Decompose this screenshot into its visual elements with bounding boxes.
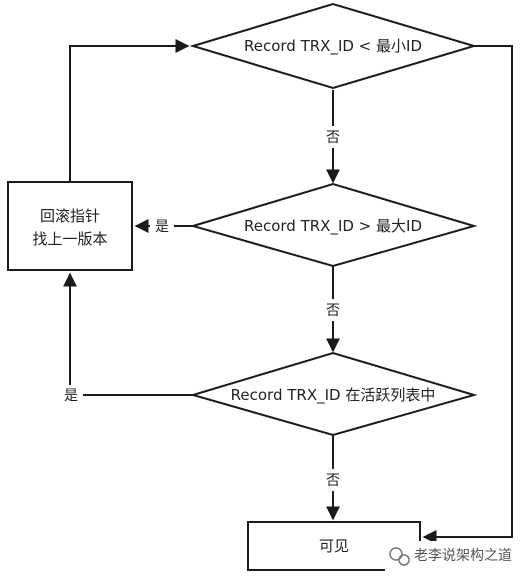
- decision-trx-gt-max-label: Record TRX_ID > 最大ID: [244, 217, 422, 236]
- edge-label-no-3: 否: [326, 473, 340, 489]
- decision-trx-in-active-label: Record TRX_ID 在活跃列表中: [231, 386, 436, 405]
- edge-min-yes-to-visible: [422, 45, 513, 544]
- edge-active-yes-to-rollback: [63, 272, 194, 396]
- decision-trx-lt-min: [189, 2, 478, 90]
- edge-label-no-1: 否: [326, 130, 340, 146]
- watermark-text: 老李说架构之道: [414, 548, 512, 564]
- process-rollback-line1: 回滚指针: [40, 207, 100, 225]
- process-rollback-line2: 找上一版本: [32, 230, 107, 248]
- decision-trx-gt-max: [189, 182, 478, 268]
- result-visible-label: 可见: [319, 537, 349, 555]
- edge-label-yes-active: 是: [64, 388, 78, 404]
- edge-label-no-2: 否: [326, 303, 340, 319]
- decision-trx-lt-min-label: Record TRX_ID < 最小ID: [244, 37, 422, 56]
- watermark: 老李说架构之道: [385, 541, 517, 571]
- edge-rollback-to-min: [69, 39, 190, 182]
- process-rollback-pointer: [7, 181, 133, 271]
- wechat-icon: [389, 547, 410, 566]
- decision-trx-in-active: [189, 351, 478, 437]
- edge-label-yes-max: 是: [155, 219, 169, 235]
